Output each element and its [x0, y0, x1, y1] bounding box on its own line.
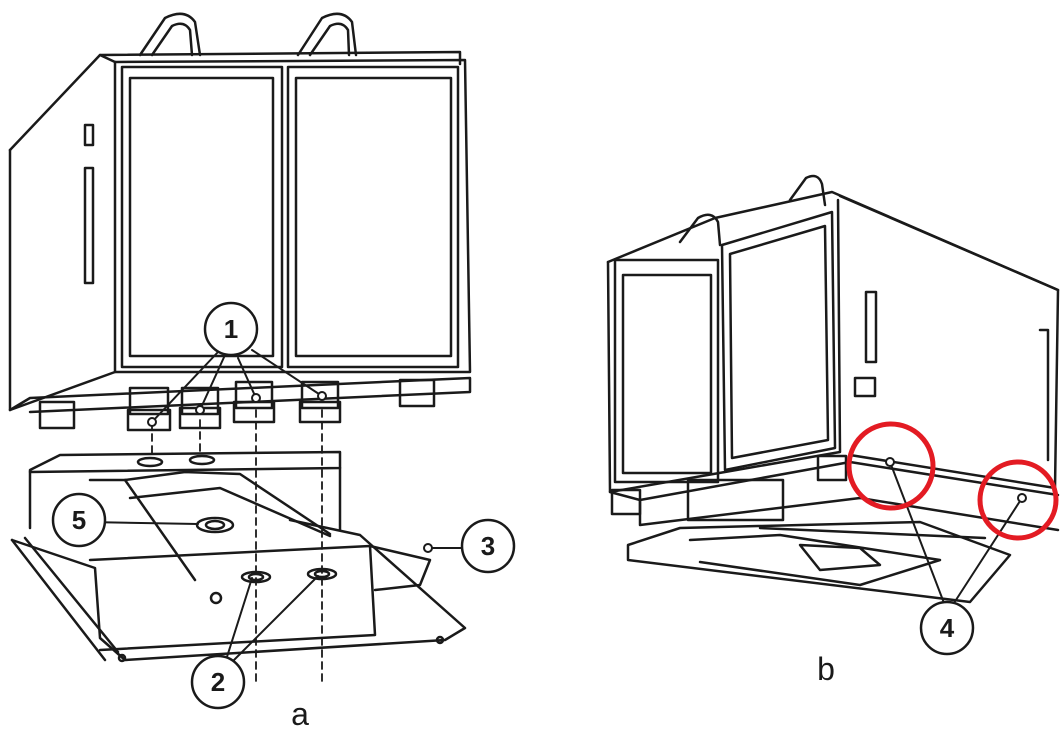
- door-left: [613, 258, 720, 484]
- callout-2-label: 2: [211, 667, 225, 697]
- door-right: [720, 210, 837, 472]
- mounting-hole-2: [240, 570, 272, 584]
- callout-leaders-b: [889, 461, 1023, 604]
- lifting-handle-left: [678, 213, 722, 247]
- lifting-handle-left: [138, 12, 202, 57]
- door-right: [286, 65, 460, 369]
- cabinet-foot: [610, 488, 642, 516]
- mount-foot: [300, 380, 340, 410]
- callout-4: 4: [919, 600, 975, 656]
- door-left: [120, 65, 284, 369]
- mounting-hole-5: [195, 516, 235, 534]
- highlight-circle-left: [846, 421, 936, 511]
- callout-3: 3: [460, 518, 516, 574]
- callout-1: 1: [203, 301, 259, 357]
- cabinet-foot: [398, 378, 436, 408]
- cabinet-foot: [816, 454, 848, 482]
- callout-2: 2: [190, 654, 246, 710]
- callout-5: 5: [51, 492, 107, 548]
- mount-foot: [234, 380, 274, 410]
- cabinet-foot: [38, 400, 76, 430]
- panel-a-base: [10, 450, 467, 663]
- lifting-handle-right: [788, 174, 827, 207]
- highlight-circle-right: [977, 459, 1059, 541]
- callout-4-label: 4: [940, 613, 955, 643]
- panel-b-cabinet: [606, 174, 1060, 604]
- callout-3-label: 3: [481, 531, 495, 561]
- callout-1-label: 1: [224, 314, 238, 344]
- callout-leaders-a: [87, 349, 463, 663]
- mount-foot: [128, 386, 170, 416]
- panel-label-a: a: [291, 696, 309, 732]
- lifting-handle-right: [296, 12, 358, 57]
- panel-label-b: b: [817, 651, 835, 687]
- callout-5-label: 5: [72, 505, 86, 535]
- panel-a-cabinet: [8, 12, 472, 432]
- mounting-hole-2: [306, 567, 338, 581]
